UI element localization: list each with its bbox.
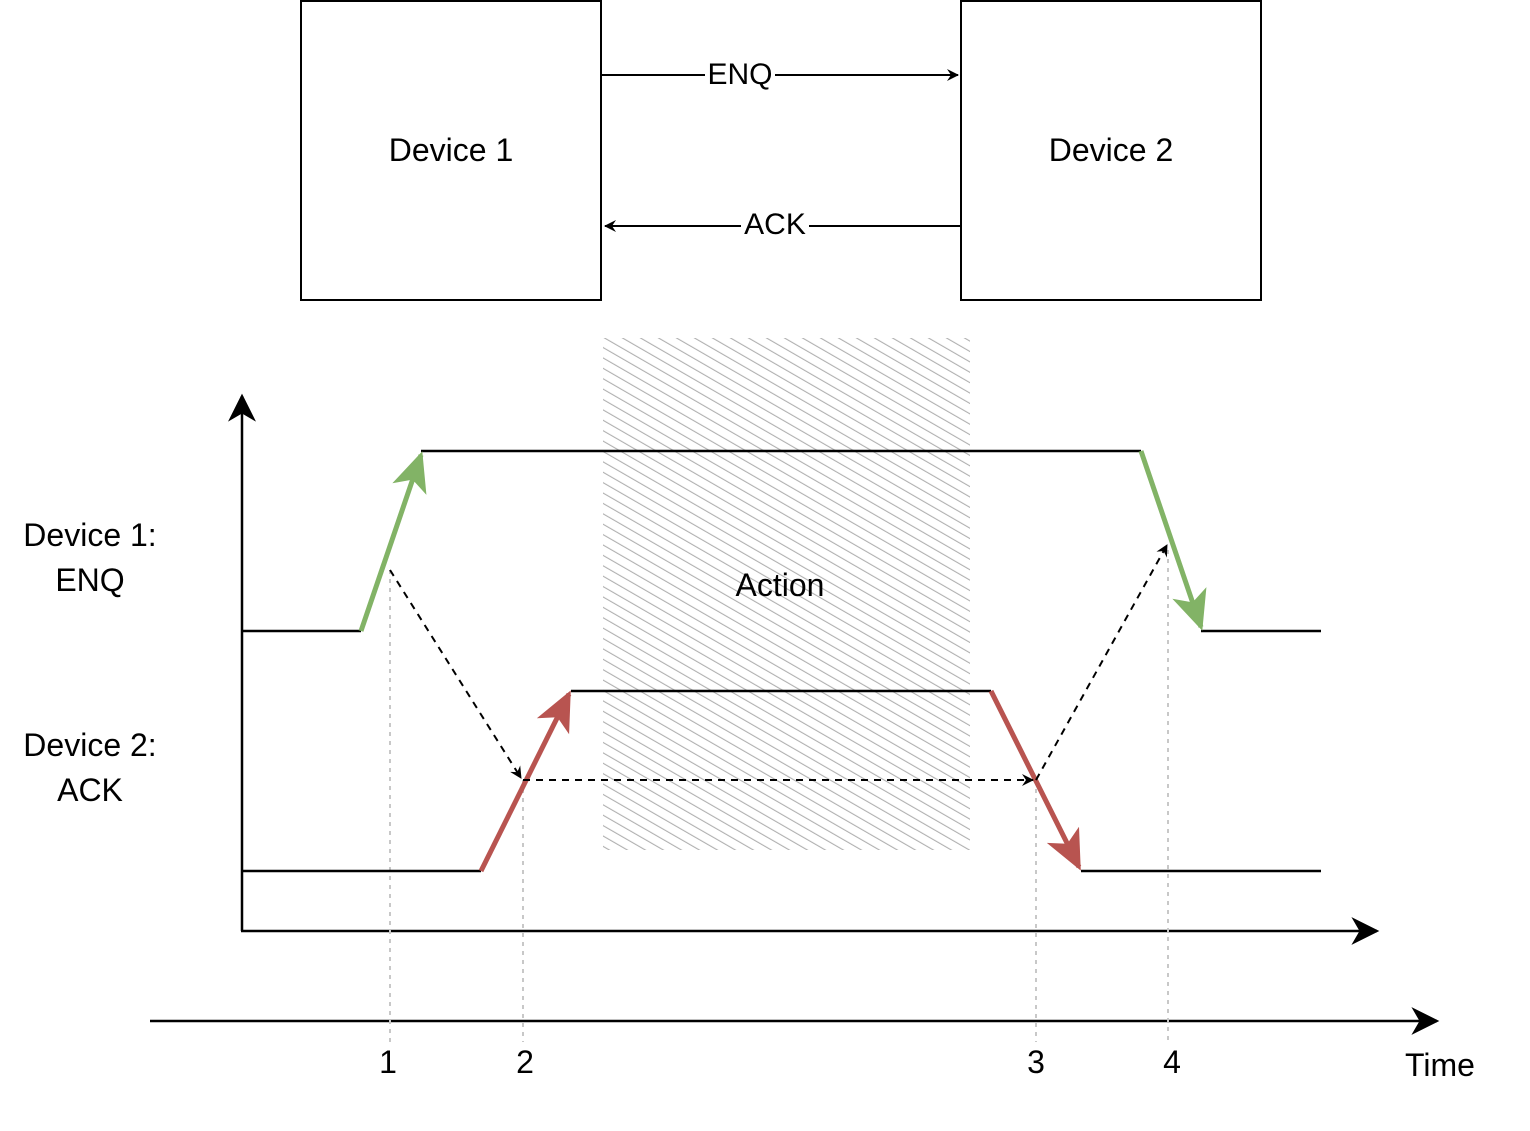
row2-label-line1: Device 2: [23,727,156,763]
enq-rising-edge [358,451,427,632]
time-markers: 1 2 3 4 [376,1042,1182,1082]
dashed-arrow-1-to-2 [389,569,522,779]
enq-falling-edge [1138,450,1207,631]
ack-falling-edge [988,689,1082,871]
time-axis-label: Time [1405,1047,1475,1083]
dashed-arrow-3-to-4 [1035,544,1168,781]
time-marker-1: 1 [379,1044,397,1080]
ack-rising-edge [478,690,572,873]
row2-label-line2: ACK [57,772,123,808]
enq-link-label: ENQ [707,58,772,91]
row1-label-line2: ENQ [55,562,124,598]
device2-box [960,0,1262,301]
device2-label: Device 2 [1049,132,1174,168]
time-marker-4: 4 [1163,1044,1181,1080]
device1-label: Device 1 [389,132,514,168]
action-label: Action [736,567,825,603]
ack-link-label: ACK [744,208,806,241]
row1-label-line1: Device 1: [23,517,156,553]
time-marker-3: 3 [1027,1044,1045,1080]
time-marker-2: 2 [516,1044,534,1080]
device1-box [300,0,602,301]
action-region [603,338,970,850]
